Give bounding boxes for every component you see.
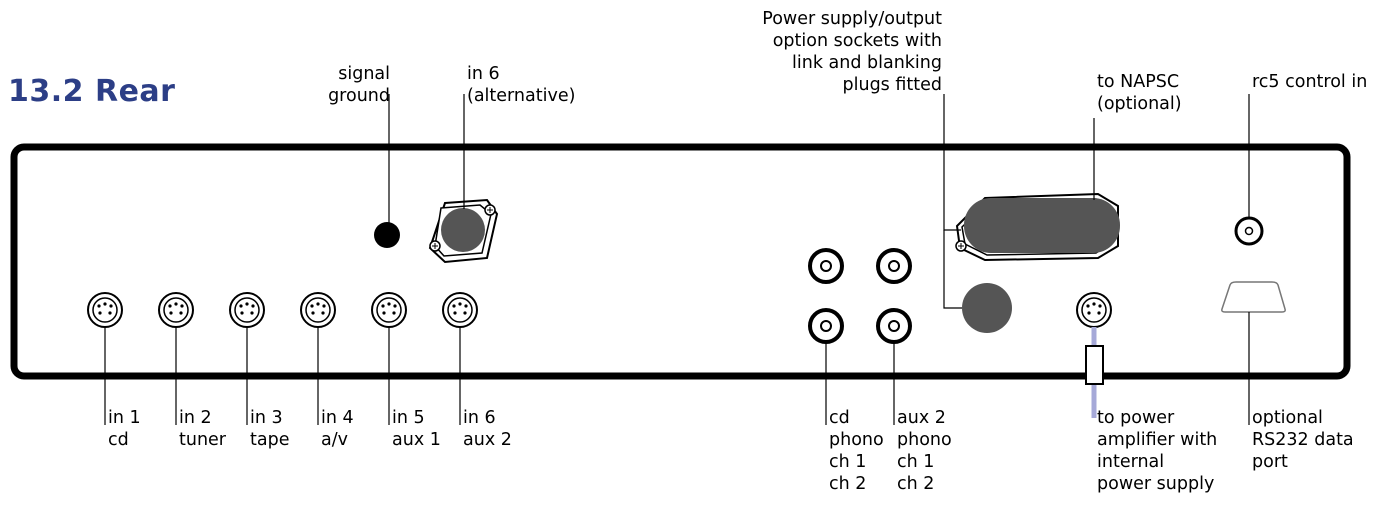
phono-cd-ch2 bbox=[808, 308, 844, 344]
power-option-socket bbox=[955, 192, 1120, 262]
din-socket-in4 bbox=[300, 292, 336, 328]
signal-ground-terminal bbox=[374, 222, 400, 248]
label-power-supply-sockets: Power supply/output option sockets with … bbox=[762, 9, 942, 95]
din-socket-in2 bbox=[158, 292, 194, 328]
label-rc5-control: rc5 control in bbox=[1252, 72, 1368, 92]
rs232-port bbox=[1221, 281, 1286, 313]
label-in3: in 3 tape bbox=[250, 408, 290, 450]
in6-alt-socket bbox=[428, 198, 499, 264]
label-cd-phono: cd phono ch 1 ch 2 bbox=[829, 408, 884, 494]
din-socket-in1 bbox=[87, 292, 123, 328]
phono-aux2-ch2 bbox=[876, 308, 912, 344]
power-amp-din-socket bbox=[1076, 292, 1112, 328]
din-socket-in5 bbox=[371, 292, 407, 328]
section-title: 13.2 Rear bbox=[8, 74, 176, 109]
rc5-socket bbox=[1234, 216, 1264, 246]
label-power-amplifier: to power amplifier with internal power s… bbox=[1097, 408, 1218, 494]
label-napsc: to NAPSC (optional) bbox=[1097, 72, 1182, 114]
label-in2: in 2 tuner bbox=[179, 408, 227, 450]
phono-cd-ch1 bbox=[808, 248, 844, 284]
label-rs232-port: optional RS232 data port bbox=[1252, 408, 1354, 472]
din-socket-in3 bbox=[229, 292, 265, 328]
rear-panel bbox=[10, 143, 1351, 380]
label-in1: in 1 cd bbox=[108, 408, 141, 450]
label-aux2-phono: aux 2 phono ch 1 ch 2 bbox=[897, 408, 952, 494]
label-in6: in 6 aux 2 bbox=[463, 408, 512, 450]
phono-aux2-ch1 bbox=[876, 248, 912, 284]
label-in6-alternative: in 6 (alternative) bbox=[467, 64, 576, 106]
blanking-plug bbox=[962, 283, 1012, 333]
din-socket-in6 bbox=[442, 292, 478, 328]
label-in5: in 5 aux 1 bbox=[392, 408, 441, 450]
label-signal-ground: signal ground bbox=[328, 64, 390, 106]
label-in4: in 4 a/v bbox=[321, 408, 354, 450]
cable-plug bbox=[1085, 345, 1104, 385]
